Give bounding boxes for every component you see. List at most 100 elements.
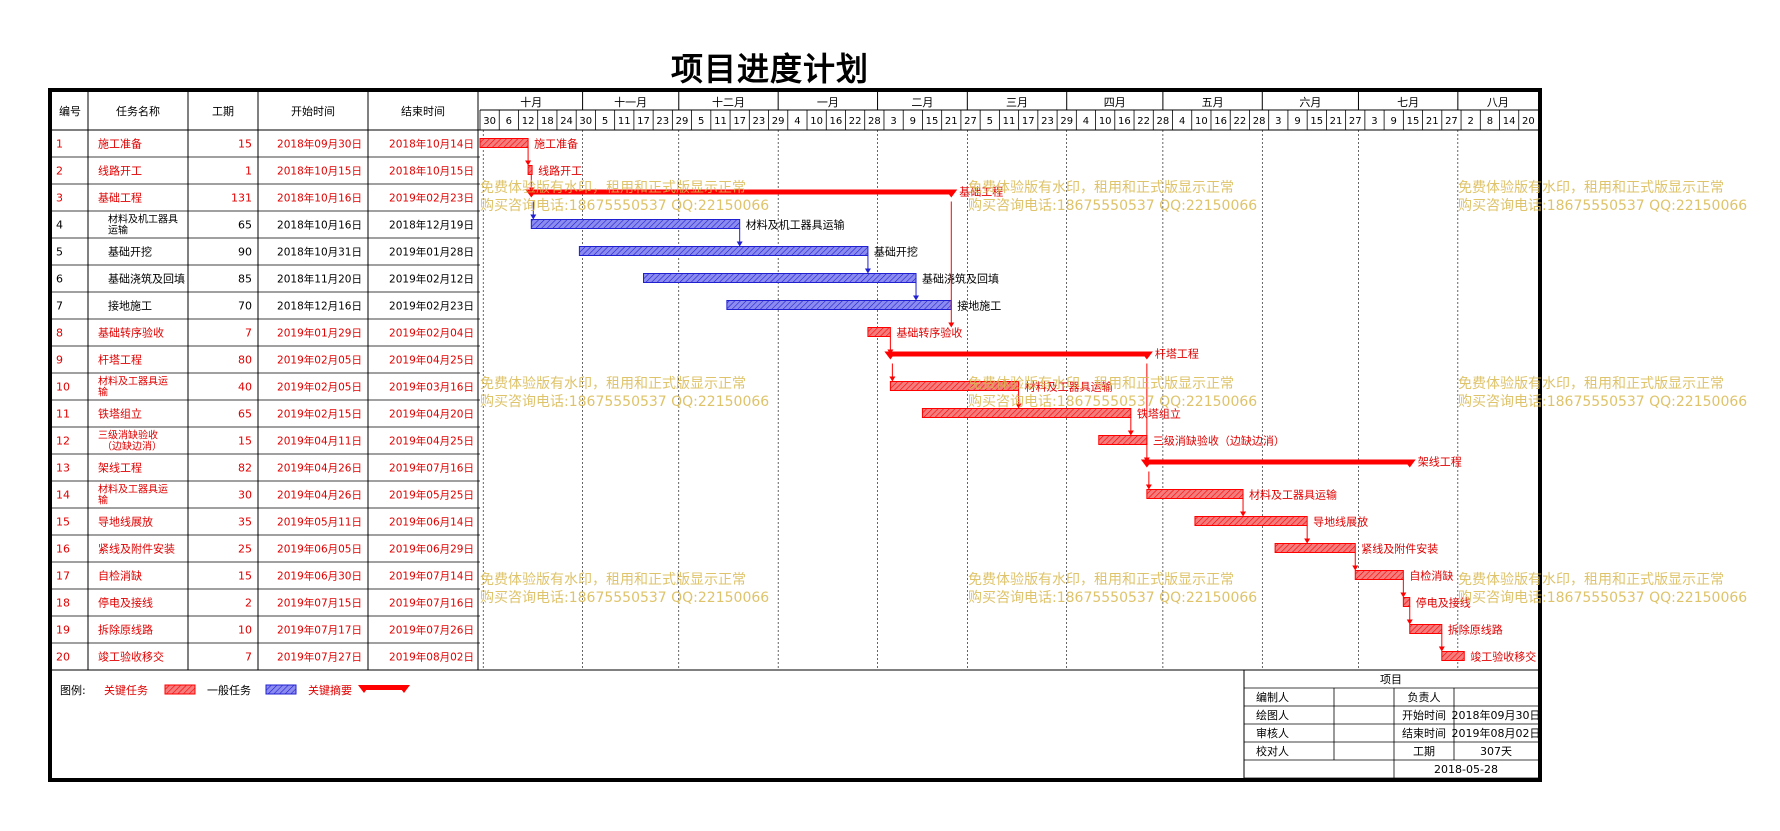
watermark-text: 购买咨询电话:18675550537 QQ:22150066 bbox=[968, 590, 1257, 606]
month-label: 一月 bbox=[817, 96, 839, 109]
dependency-arrowhead bbox=[1352, 565, 1359, 571]
day-tick-label: 5 bbox=[602, 116, 608, 127]
task-end: 2019年06月14日 bbox=[389, 516, 474, 529]
task-id: 1 bbox=[56, 138, 63, 151]
task-end: 2019年04月25日 bbox=[389, 435, 474, 448]
info-box-label: 校对人 bbox=[1256, 744, 1289, 758]
task-name: 架线工程 bbox=[98, 461, 142, 475]
month-label: 五月 bbox=[1202, 96, 1224, 109]
day-tick-label: 23 bbox=[753, 116, 766, 127]
task-duration: 80 bbox=[238, 354, 252, 367]
day-tick-label: 5 bbox=[698, 116, 704, 127]
column-header: 开始时间 bbox=[291, 104, 335, 118]
summary-bar-end-cap bbox=[1403, 459, 1416, 468]
task-end: 2019年02月04日 bbox=[389, 327, 474, 340]
task-end: 2019年07月14日 bbox=[389, 570, 474, 583]
day-tick-label: 29 bbox=[1060, 116, 1073, 127]
legend-label: 关键任务 bbox=[104, 683, 148, 697]
task-duration: 90 bbox=[238, 246, 252, 259]
critical-task-bar bbox=[1354, 570, 1404, 580]
bar-label: 导地线展放 bbox=[1313, 515, 1368, 529]
task-start: 2019年04月26日 bbox=[277, 489, 362, 502]
month-label: 三月 bbox=[1006, 96, 1028, 109]
summary-bar bbox=[890, 351, 1147, 357]
task-name: 三级消缺验收（边缺边消） bbox=[98, 429, 162, 453]
task-start: 2018年12月16日 bbox=[277, 300, 362, 313]
watermark-text: 免费体验版有水印，租用和正式版显示正常 bbox=[968, 376, 1234, 392]
task-end: 2019年07月16日 bbox=[389, 462, 474, 475]
task-name: 材料及机工器具运输 bbox=[108, 213, 178, 237]
summary-bar bbox=[531, 189, 952, 195]
day-tick-label: 22 bbox=[1137, 116, 1150, 127]
task-end: 2019年02月23日 bbox=[389, 300, 474, 313]
day-tick-label: 23 bbox=[656, 116, 669, 127]
dependency-arrowhead bbox=[1400, 592, 1407, 598]
legend-label: 关键摘要 bbox=[308, 683, 352, 697]
task-start: 2019年06月30日 bbox=[277, 570, 362, 583]
day-tick-label: 24 bbox=[560, 116, 573, 127]
summary-bar-end-cap bbox=[945, 189, 958, 198]
bar-label: 施工准备 bbox=[534, 137, 578, 151]
critical-task-bar bbox=[889, 381, 1020, 391]
watermark-text: 购买咨询电话:18675550537 QQ:22150066 bbox=[968, 198, 1257, 214]
day-tick-label: 3 bbox=[1371, 116, 1377, 127]
month-label: 十月 bbox=[520, 95, 542, 109]
day-tick-label: 23 bbox=[1041, 116, 1054, 127]
critical-task-bar bbox=[921, 408, 1132, 418]
day-tick-label: 16 bbox=[1118, 116, 1131, 127]
critical-task-bar bbox=[1274, 543, 1356, 553]
task-name: 停电及接线 bbox=[98, 596, 153, 610]
dependency-arrowhead bbox=[887, 349, 894, 355]
task-duration: 70 bbox=[238, 300, 252, 313]
day-tick-label: 15 bbox=[1407, 116, 1420, 127]
task-end: 2019年04月25日 bbox=[389, 354, 474, 367]
legend-critical-swatch bbox=[164, 684, 196, 695]
task-end: 2019年02月23日 bbox=[389, 192, 474, 205]
task-duration: 10 bbox=[238, 624, 252, 637]
watermark-text: 免费体验版有水印，租用和正式版显示正常 bbox=[480, 180, 746, 196]
month-label: 七月 bbox=[1397, 96, 1419, 109]
task-start: 2019年06月05日 bbox=[277, 543, 362, 556]
day-tick-label: 9 bbox=[1391, 116, 1397, 127]
summary-bar-start-cap bbox=[1140, 459, 1153, 468]
task-id: 20 bbox=[56, 651, 70, 664]
task-name: 施工准备 bbox=[98, 137, 142, 151]
bar-label: 基础浇筑及回填 bbox=[922, 272, 999, 286]
task-id: 18 bbox=[56, 597, 70, 610]
legend-normal-swatch bbox=[265, 684, 297, 695]
bar-label: 拆除原线路 bbox=[1448, 623, 1503, 637]
task-duration: 40 bbox=[238, 381, 252, 394]
task-name: 基础工程 bbox=[98, 192, 142, 205]
bar-label: 接地施工 bbox=[957, 300, 1001, 313]
task-id: 9 bbox=[56, 354, 63, 367]
critical-task-bar bbox=[1146, 489, 1244, 499]
task-duration: 25 bbox=[238, 543, 252, 556]
column-header: 结束时间 bbox=[401, 105, 445, 118]
day-tick-label: 27 bbox=[1445, 116, 1458, 127]
day-tick-label: 9 bbox=[1294, 116, 1300, 127]
month-label: 二月 bbox=[911, 96, 933, 109]
watermark-text: 购买咨询电话:18675550537 QQ:22150066 bbox=[480, 198, 769, 214]
task-start: 2019年07月17日 bbox=[277, 624, 362, 637]
info-box-label: 工期 bbox=[1413, 745, 1435, 758]
task-end: 2019年02月12日 bbox=[389, 273, 474, 286]
task-id: 13 bbox=[56, 462, 70, 475]
day-tick-label: 5 bbox=[987, 116, 993, 127]
day-tick-label: 20 bbox=[1522, 116, 1535, 127]
task-start: 2019年02月05日 bbox=[277, 381, 362, 394]
day-tick-label: 11 bbox=[618, 116, 631, 127]
bar-label: 材料及机工器具运输 bbox=[746, 218, 845, 232]
day-tick-label: 28 bbox=[868, 116, 881, 127]
critical-task-bar bbox=[1098, 435, 1148, 445]
task-duration: 65 bbox=[238, 219, 252, 232]
month-label: 六月 bbox=[1299, 96, 1321, 109]
day-tick-label: 29 bbox=[772, 116, 785, 127]
day-tick-label: 12 bbox=[522, 116, 535, 127]
day-tick-label: 15 bbox=[926, 116, 939, 127]
dependency-arrowhead bbox=[1145, 484, 1152, 490]
day-tick-label: 6 bbox=[506, 116, 512, 127]
dependency-arrowhead bbox=[528, 187, 535, 193]
task-start: 2018年10月15日 bbox=[277, 165, 362, 178]
task-duration: 15 bbox=[238, 570, 252, 583]
bar-label: 基础转序验收 bbox=[896, 326, 962, 340]
